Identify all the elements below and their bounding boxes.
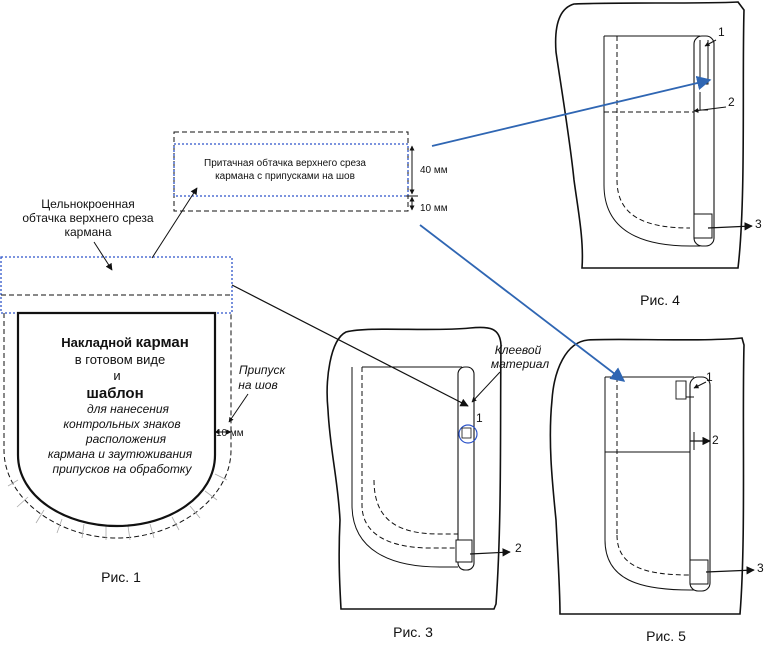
fig1-group: Накладной карман в готовом виде и шаблон…: [0, 197, 287, 585]
fig5-facing-strip: [689, 376, 711, 592]
fig1-note-2: контрольных знаков: [63, 417, 180, 431]
fig3-left-curve: [351, 504, 458, 568]
fig1-allowance-label-1: Припуск: [239, 363, 287, 377]
fig1-allowance-value: 10 мм: [216, 428, 244, 439]
fig1-facing-label-1: Цельнокроенная: [41, 197, 134, 211]
fig4-caption: Рис. 4: [640, 292, 680, 308]
fig4-callout-2-arrow: [693, 106, 727, 113]
arrow-fig2-to-fig4: [431, 75, 712, 147]
fig1-notch-lines: [7, 473, 228, 541]
fig3-callout-1-circle: [458, 424, 478, 444]
fig1-pocket-line2: в готовом виде: [75, 352, 165, 367]
fig3-interfacing-label-1: Клеевой: [495, 343, 542, 357]
fig1-pocket-shape: [16, 311, 217, 528]
fig4-corner-box: [693, 213, 713, 239]
fig1-pocket-line3: и: [113, 368, 120, 383]
fig5-callout-2-label: 2: [712, 433, 719, 447]
fig1-facing-label-3: кармана: [64, 225, 111, 239]
fig1-facing-label-2: обтачка верхнего среза: [22, 211, 154, 225]
fig5-callout-3-arrow: [705, 566, 755, 575]
fig4-left-curve: [603, 184, 700, 247]
fig5-corner-box: [689, 559, 709, 585]
fig3-group: 1 Клеевой материал 2 Рис. 3: [326, 326, 549, 640]
fig1-note-1: для нанесения: [87, 402, 170, 416]
fig1-note-3: расположения: [85, 432, 167, 446]
fig3-caption: Рис. 3: [393, 624, 433, 640]
fig3-callout-1-box: [461, 427, 472, 439]
fig2-facing-inner: [173, 143, 409, 197]
fig3-pocket-inner: [373, 479, 458, 535]
fig2-dim-top-label: 40 мм: [420, 165, 448, 176]
arrow-fig1-to-fig2: [151, 187, 198, 259]
fig2-facing-group: Притачная обтачка верхнего среза кармана…: [173, 131, 448, 214]
fig3-callout-2-label: 2: [515, 541, 522, 555]
fig3-interfacing-arrow: [471, 371, 501, 403]
fig1-facing-band: [0, 256, 233, 314]
fig4-group: 1 2 3 Рис. 4: [554, 1, 762, 308]
fig1-pocket-line1: Накладной карман: [61, 334, 189, 351]
fig3-pocket-dashed: [361, 367, 462, 549]
fig5-top-tab: [675, 380, 687, 400]
fig4-callout-1-arrow: [704, 39, 717, 47]
fig5-group: 1 2 3 Рис. 5: [549, 337, 764, 644]
fig1-allowance-label-2: на шов: [238, 378, 278, 392]
fig2-dim-bottom-label: 10 мм: [420, 203, 448, 214]
fig5-callout-1-label: 1: [706, 370, 713, 384]
fig5-caption: Рис. 5: [646, 628, 686, 644]
fig1-facing-arrow: [93, 241, 113, 271]
fig1-allowance-arrow: [228, 393, 249, 423]
fig1-note-4: кармана и заутюживания: [48, 447, 193, 461]
fig3-facing-strip: [457, 366, 475, 571]
fig2-facing-text-1: Притачная обтачка верхнего среза: [204, 157, 366, 169]
fig5-dashed-curve: [616, 534, 691, 576]
fig5-hook-top: [685, 381, 694, 398]
fig2-facing-text-2: кармана с припусками на шов: [215, 171, 355, 182]
fig3-callout-2-arrow: [469, 548, 511, 557]
arrow-fig2-to-fig5: [419, 224, 626, 382]
fig4-dashed-curve: [616, 179, 691, 229]
fig1-note-5: припусков на обработку: [53, 462, 193, 476]
fig5-callout-3-label: 3: [757, 561, 764, 575]
fig5-callout-1-arrow: [693, 381, 707, 389]
fig3-corner-box: [455, 539, 473, 563]
fig4-callout-1-label: 1: [718, 25, 725, 39]
fig4-callout-3-label: 3: [755, 217, 762, 231]
fig3-interfacing-label-2: материал: [491, 357, 549, 371]
fig1-caption: Рис. 1: [101, 569, 141, 585]
fig5-fabric: [549, 337, 745, 615]
fig3-fabric: [326, 326, 502, 610]
fig1-pocket-line4: шаблон: [86, 385, 143, 402]
fig3-callout-1-label: 1: [476, 411, 483, 425]
fig4-callout-3-arrow: [707, 222, 753, 231]
arrow-fig1-to-fig3: [231, 284, 469, 407]
fig4-callout-2-label: 2: [728, 95, 735, 109]
fig5-left-curve: [604, 539, 694, 591]
